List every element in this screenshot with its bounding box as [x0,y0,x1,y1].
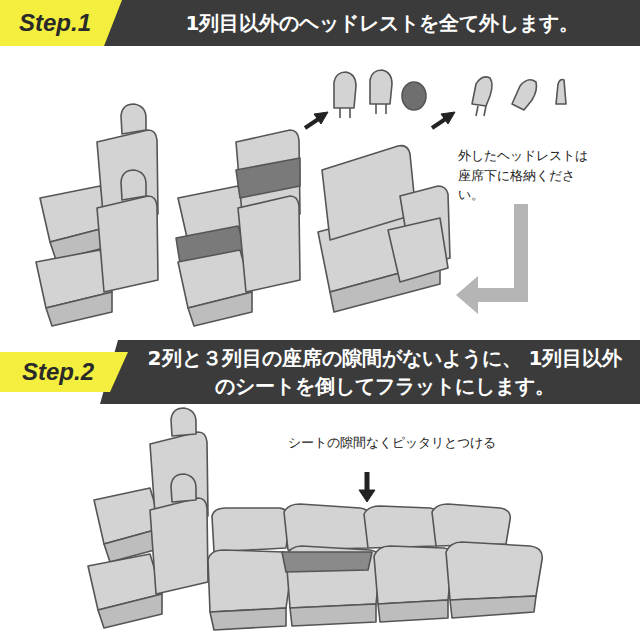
note-text: シートの隙間なくピッタリとつける [288,433,528,453]
step-instruction: 1列目以外のヘッドレストを全て外します。 [186,9,580,37]
step-number: Step.2 [22,358,94,386]
shape-fill [95,0,640,46]
step-number: Step.1 [19,9,91,37]
shape-fill [100,340,640,404]
shape-fill [0,0,122,46]
shape-fill [0,352,128,392]
step-instruction: 2列と３列目の座席の隙間がないように、 1列目以外のシートを倒してフラットにしま… [140,344,630,400]
step-tag: Step.2 [0,352,128,392]
note-text: 外したヘッドレストは 座席下に格納ください。 [458,146,598,205]
step-band: 1列目以外のヘッドレストを全て外します。Step.1 [95,0,640,46]
step-band: 2列と３列目の座席の隙間がないように、 1列目以外のシートを倒してフラットにしま… [100,340,640,404]
step-tag: Step.1 [0,0,122,46]
